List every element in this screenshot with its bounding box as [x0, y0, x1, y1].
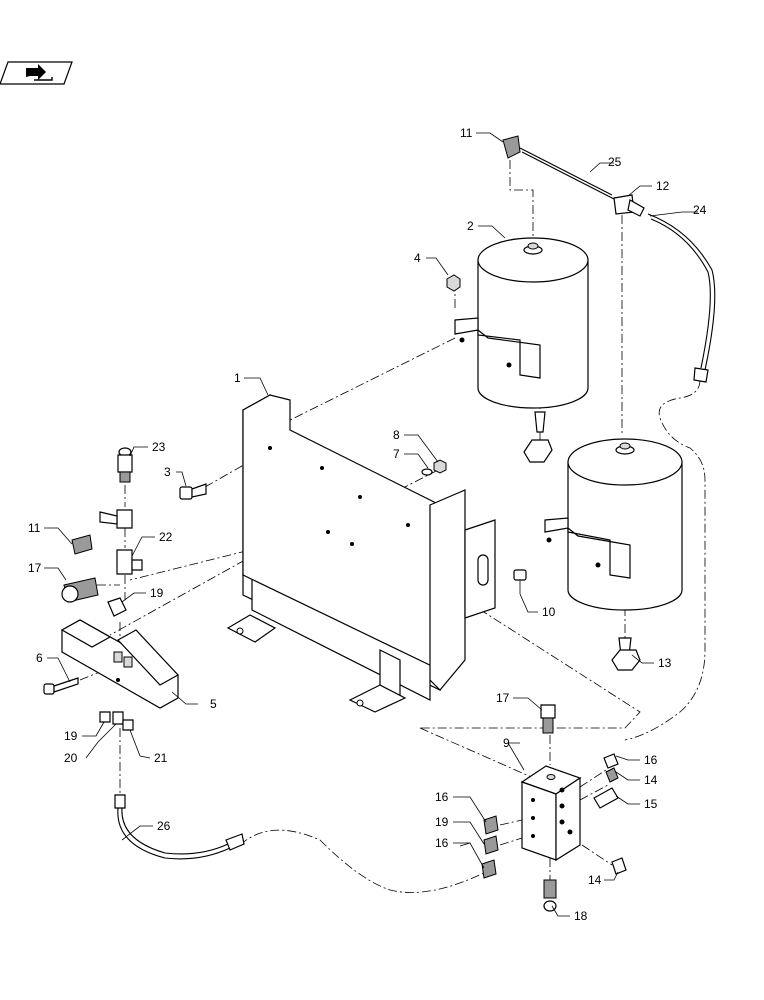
- connector-17-right: [540, 704, 556, 734]
- callout-11-left: 11: [28, 521, 41, 535]
- tee-fitting-22: [99, 509, 133, 529]
- solenoid-valve: [60, 619, 179, 731]
- tee-fitting-12: [613, 194, 645, 217]
- callout-19-manifold: 19: [435, 815, 449, 829]
- return-arrow-icon[interactable]: [0, 61, 73, 85]
- callout-16-right: 16: [644, 753, 658, 767]
- plug-16-left-lower: [481, 859, 497, 879]
- callout-18: 18: [574, 909, 588, 923]
- fitting-15: [593, 787, 619, 809]
- callout-6: 6: [36, 651, 43, 665]
- tube-25: [502, 135, 615, 200]
- callout-17-left: 17: [28, 561, 42, 575]
- callout-26: 26: [157, 819, 171, 833]
- bolt-3: [179, 483, 207, 500]
- callout-19-top: 19: [150, 586, 164, 600]
- callout-19-bottom-left: 19: [64, 729, 78, 743]
- callout-25: 25: [608, 155, 622, 169]
- callout-12: 12: [656, 179, 670, 193]
- plug-16-upper-right: [603, 753, 619, 769]
- callout-22: 22: [159, 530, 173, 544]
- callout-7: 7: [393, 447, 400, 461]
- hex-nut: [446, 274, 461, 292]
- callout-10: 10: [542, 605, 556, 619]
- callout-8: 8: [393, 428, 400, 442]
- leader-lines: [44, 132, 698, 917]
- callout-21: 21: [154, 751, 168, 765]
- callout-23: 23: [152, 440, 166, 454]
- tee-fitting-lower: [116, 549, 143, 575]
- air-tank-lower: [544, 438, 683, 671]
- manifold-block: [520, 765, 582, 862]
- callout-13: 13: [658, 656, 672, 670]
- fitting-23: [117, 447, 133, 483]
- tube-26: [114, 794, 245, 860]
- cap-14-lower: [611, 857, 627, 875]
- bolt-6: [43, 677, 79, 695]
- callout-14-lower: 14: [588, 873, 602, 887]
- callout-11-top: 11: [460, 126, 473, 140]
- elbow-fitting-11-left: [71, 534, 93, 555]
- callout-15: 15: [644, 797, 658, 811]
- plug-19-left: [107, 597, 127, 617]
- nut-8: [433, 459, 447, 474]
- callout-9: 9: [503, 736, 510, 750]
- mounting-bracket: [226, 393, 496, 713]
- callout-17-right: 17: [496, 691, 510, 705]
- bolt-10: [513, 569, 527, 594]
- plug-16-left-upper: [483, 815, 499, 835]
- plug-14-upper-right: [605, 767, 619, 783]
- callout-14-upper: 14: [644, 773, 658, 787]
- connector-17-left: [61, 577, 99, 603]
- callout-24: 24: [693, 203, 707, 217]
- tube-24: [647, 213, 716, 383]
- callout-16-left-lower: 16: [435, 836, 449, 850]
- washer-7: [421, 468, 433, 476]
- callout-16-left-upper: 16: [435, 790, 449, 804]
- connector-18: [543, 879, 557, 912]
- callout-1: 1: [234, 371, 241, 385]
- callout-3: 3: [164, 465, 171, 479]
- plug-19-right: [483, 835, 499, 855]
- callout-labels: 1 2 3 4 5 6 7 8 9 10 11 11 12 13 14 14 1…: [28, 126, 707, 923]
- callout-5: 5: [210, 697, 217, 711]
- callout-4: 4: [414, 251, 421, 265]
- callout-20: 20: [64, 751, 78, 765]
- air-tank-upper: [454, 237, 589, 463]
- callout-2: 2: [467, 219, 474, 233]
